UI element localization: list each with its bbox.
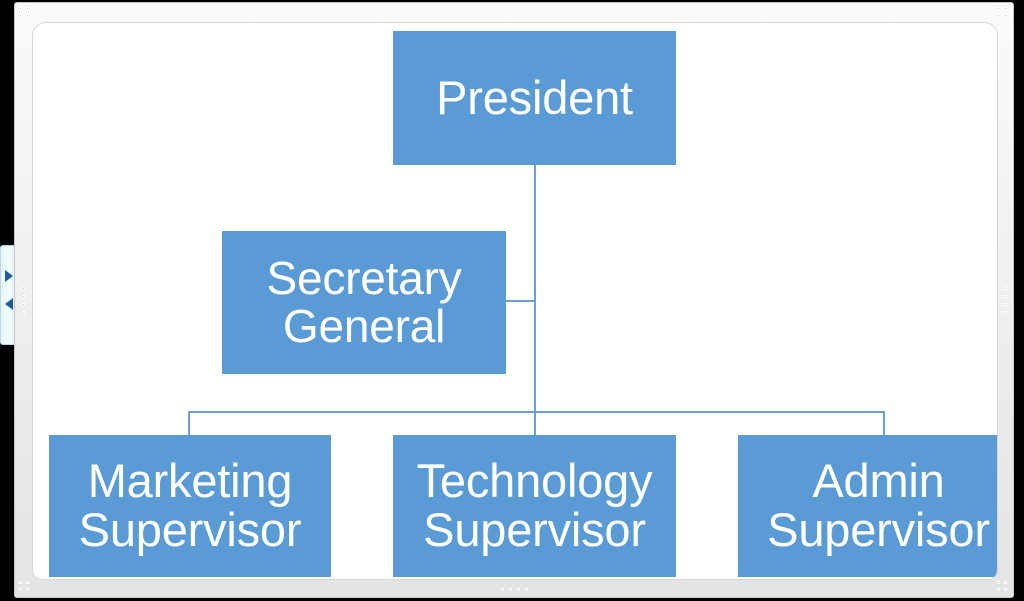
connector-drop-marketing: [188, 411, 190, 435]
grip-dot: [1004, 303, 1007, 306]
grip-dot: [509, 588, 512, 591]
resize-handle-right-middle[interactable]: [1004, 287, 1008, 316]
resize-handle-top-left[interactable]: [19, 7, 33, 21]
grip-dot: [1004, 14, 1007, 17]
grip-dot: [1004, 588, 1007, 591]
connector-drop-technology: [534, 411, 536, 435]
resize-handle-bottom-center[interactable]: [501, 588, 530, 592]
org-node-admin-supervisor[interactable]: Admin Supervisor: [738, 435, 997, 577]
grip-dot: [22, 295, 25, 298]
grip-dot: [997, 7, 1000, 10]
grip-dot: [1004, 287, 1007, 290]
grip-dot: [26, 581, 29, 584]
grip-dot: [19, 14, 22, 17]
org-node-president[interactable]: President: [393, 31, 676, 165]
grip-dot: [509, 10, 512, 13]
resize-handle-top-center[interactable]: [501, 10, 530, 14]
grip-dot: [26, 14, 29, 17]
grip-dot: [1004, 7, 1007, 10]
grip-dot: [525, 588, 528, 591]
grip-dot: [997, 14, 1000, 17]
grip-dot: [22, 303, 25, 306]
grip-dot: [19, 588, 22, 591]
grip-dot: [517, 10, 520, 13]
grip-dot: [26, 588, 29, 591]
grip-dot: [1004, 581, 1007, 584]
text-pane-toggle-tab[interactable]: [0, 245, 17, 345]
smartart-canvas[interactable]: President Secretary General Marketing Su…: [32, 22, 998, 580]
connector-president-to-secretary: [506, 300, 535, 302]
org-node-marketing-supervisor[interactable]: Marketing Supervisor: [49, 435, 331, 577]
grip-dot: [501, 588, 504, 591]
grip-dot: [517, 588, 520, 591]
connector-distribution-bar: [188, 411, 885, 413]
org-node-secretary-general[interactable]: Secretary General: [222, 231, 506, 374]
grip-dot: [997, 588, 1000, 591]
grip-dot: [22, 287, 25, 290]
grip-dot: [19, 7, 22, 10]
resize-handle-left-middle[interactable]: [22, 287, 26, 316]
collapse-text-pane-arrow-icon[interactable]: [5, 298, 13, 310]
grip-dot: [501, 10, 504, 13]
resize-handle-top-right[interactable]: [997, 7, 1011, 21]
connector-president-trunk: [534, 165, 536, 413]
resize-handle-bottom-left[interactable]: [19, 581, 33, 595]
grip-dot: [525, 10, 528, 13]
connector-drop-admin: [883, 411, 885, 435]
expand-text-pane-arrow-icon[interactable]: [5, 270, 13, 282]
grip-dot: [26, 7, 29, 10]
grip-dot: [1004, 295, 1007, 298]
grip-dot: [1004, 311, 1007, 314]
smartart-selection-frame[interactable]: President Secretary General Marketing Su…: [14, 2, 1014, 598]
grip-dot: [19, 581, 22, 584]
resize-handle-bottom-right[interactable]: [997, 581, 1011, 595]
grip-dot: [997, 581, 1000, 584]
org-node-technology-supervisor[interactable]: Technology Supervisor: [393, 435, 676, 577]
grip-dot: [22, 311, 25, 314]
